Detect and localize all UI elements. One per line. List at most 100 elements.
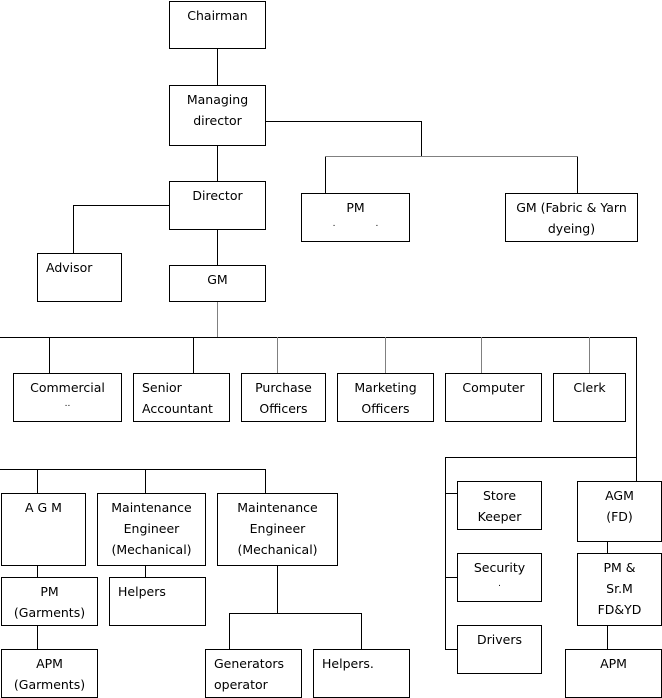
node-security: Security . — [457, 553, 542, 602]
node-pm-garments: PM (Garments) — [1, 577, 98, 626]
node-agm-fd: AGM (FD) — [577, 481, 662, 542]
connector — [217, 146, 218, 181]
connector — [277, 337, 278, 373]
node-label: Helpers — [118, 584, 166, 599]
connector — [0, 337, 637, 338]
node-label: dyeing) — [547, 221, 596, 236]
node-label: . — [498, 579, 501, 589]
connector — [145, 469, 146, 493]
connector — [37, 625, 38, 649]
connector — [481, 337, 482, 373]
connector — [193, 337, 194, 373]
connector — [265, 121, 421, 122]
connector — [445, 493, 457, 494]
node-label: director — [193, 113, 242, 128]
connector — [445, 457, 446, 650]
connector — [607, 625, 608, 649]
connector — [73, 205, 169, 206]
node-pm-srm: PM & Sr.M FD&YD — [577, 553, 662, 626]
connector — [361, 613, 362, 649]
connector — [421, 121, 422, 157]
node-clerk: Clerk — [553, 373, 626, 422]
node-label: Sr.M — [606, 581, 633, 596]
node-label: AGM — [605, 488, 634, 503]
node-label: Store — [482, 488, 517, 503]
node-label: Engineer — [249, 521, 306, 536]
node-senior-accountant: Senior Accountant — [133, 373, 230, 422]
connector — [277, 565, 278, 614]
node-label: GM — [207, 272, 228, 287]
connector — [445, 457, 637, 458]
node-label: Advisor — [46, 260, 93, 275]
node-label: Accountant — [142, 401, 213, 416]
node-generators-operator: Generators operator — [205, 649, 302, 698]
node-label: Security — [473, 560, 526, 575]
connector — [217, 48, 218, 86]
connector — [265, 469, 266, 493]
node-marketing-officers: Marketing Officers — [337, 373, 434, 422]
node-apm-garments: APM (Garments) — [1, 649, 98, 698]
node-director: Director — [169, 181, 266, 230]
connector — [229, 613, 362, 614]
node-label: APM — [600, 656, 627, 671]
node-label: PM & — [603, 560, 636, 575]
node-label: (Garments) — [13, 677, 86, 692]
node-advisor: Advisor — [37, 253, 122, 302]
node-label: PM — [40, 584, 59, 599]
connector — [73, 205, 74, 253]
connector — [217, 301, 218, 337]
connector — [37, 469, 38, 493]
node-gm-fabric-yarn: GM (Fabric & Yarn dyeing) — [505, 193, 638, 242]
node-label: Keeper — [477, 509, 522, 524]
node-label: Senior — [142, 380, 182, 395]
connector — [445, 649, 457, 650]
node-label: Officers — [361, 401, 410, 416]
node-label: A G M — [25, 500, 62, 515]
node-label: Commercial — [30, 380, 105, 395]
node-label: Generators — [214, 656, 284, 671]
node-label: Maintenance — [237, 500, 318, 515]
connector — [445, 577, 457, 578]
node-helpers-1: Helpers — [109, 577, 206, 626]
node-maintenance-engineer-2: Maintenance Engineer (Mechanical) — [217, 493, 338, 566]
node-label: (Mechanical) — [237, 542, 318, 557]
node-label: Director — [192, 188, 243, 203]
node-computer: Computer — [445, 373, 542, 422]
node-label: FD&YD — [597, 602, 642, 617]
connector — [0, 469, 266, 470]
node-drivers: Drivers — [457, 625, 542, 674]
node-helpers-2: Helpers. — [313, 649, 410, 698]
node-label: (FD) — [606, 509, 633, 524]
node-label: APM — [36, 656, 63, 671]
node-label: GM (Fabric & Yarn — [516, 200, 627, 215]
node-label: Helpers. — [322, 656, 374, 671]
node-maintenance-engineer-1: Maintenance Engineer (Mechanical) — [97, 493, 206, 566]
connector — [217, 229, 218, 265]
node-apm: APM — [565, 649, 662, 698]
node-label: Officers — [259, 401, 308, 416]
node-label: Chairman — [187, 8, 248, 23]
connector — [325, 157, 326, 193]
node-chairman: Chairman — [169, 1, 266, 49]
node-purchase-officers: Purchase Officers — [241, 373, 326, 422]
node-store-keeper: Store Keeper — [457, 481, 542, 530]
node-agm: A G M — [1, 493, 86, 566]
node-label: operator — [214, 677, 268, 692]
connector — [37, 565, 38, 577]
node-label: Marketing — [354, 380, 417, 395]
node-label: . . — [332, 219, 379, 229]
node-pm-top: PM . . — [301, 193, 410, 242]
connector — [589, 337, 590, 373]
connector — [385, 337, 386, 373]
connector — [145, 565, 146, 577]
connector — [636, 337, 637, 482]
node-label: (Garments) — [13, 605, 86, 620]
node-label: Clerk — [573, 380, 606, 395]
node-label: (Mechanical) — [111, 542, 192, 557]
node-label: PM — [346, 200, 365, 215]
connector — [607, 541, 608, 553]
node-managing-director: Managing director — [169, 85, 266, 146]
connector — [577, 157, 578, 193]
connector — [229, 613, 230, 649]
node-label: Computer — [462, 380, 525, 395]
